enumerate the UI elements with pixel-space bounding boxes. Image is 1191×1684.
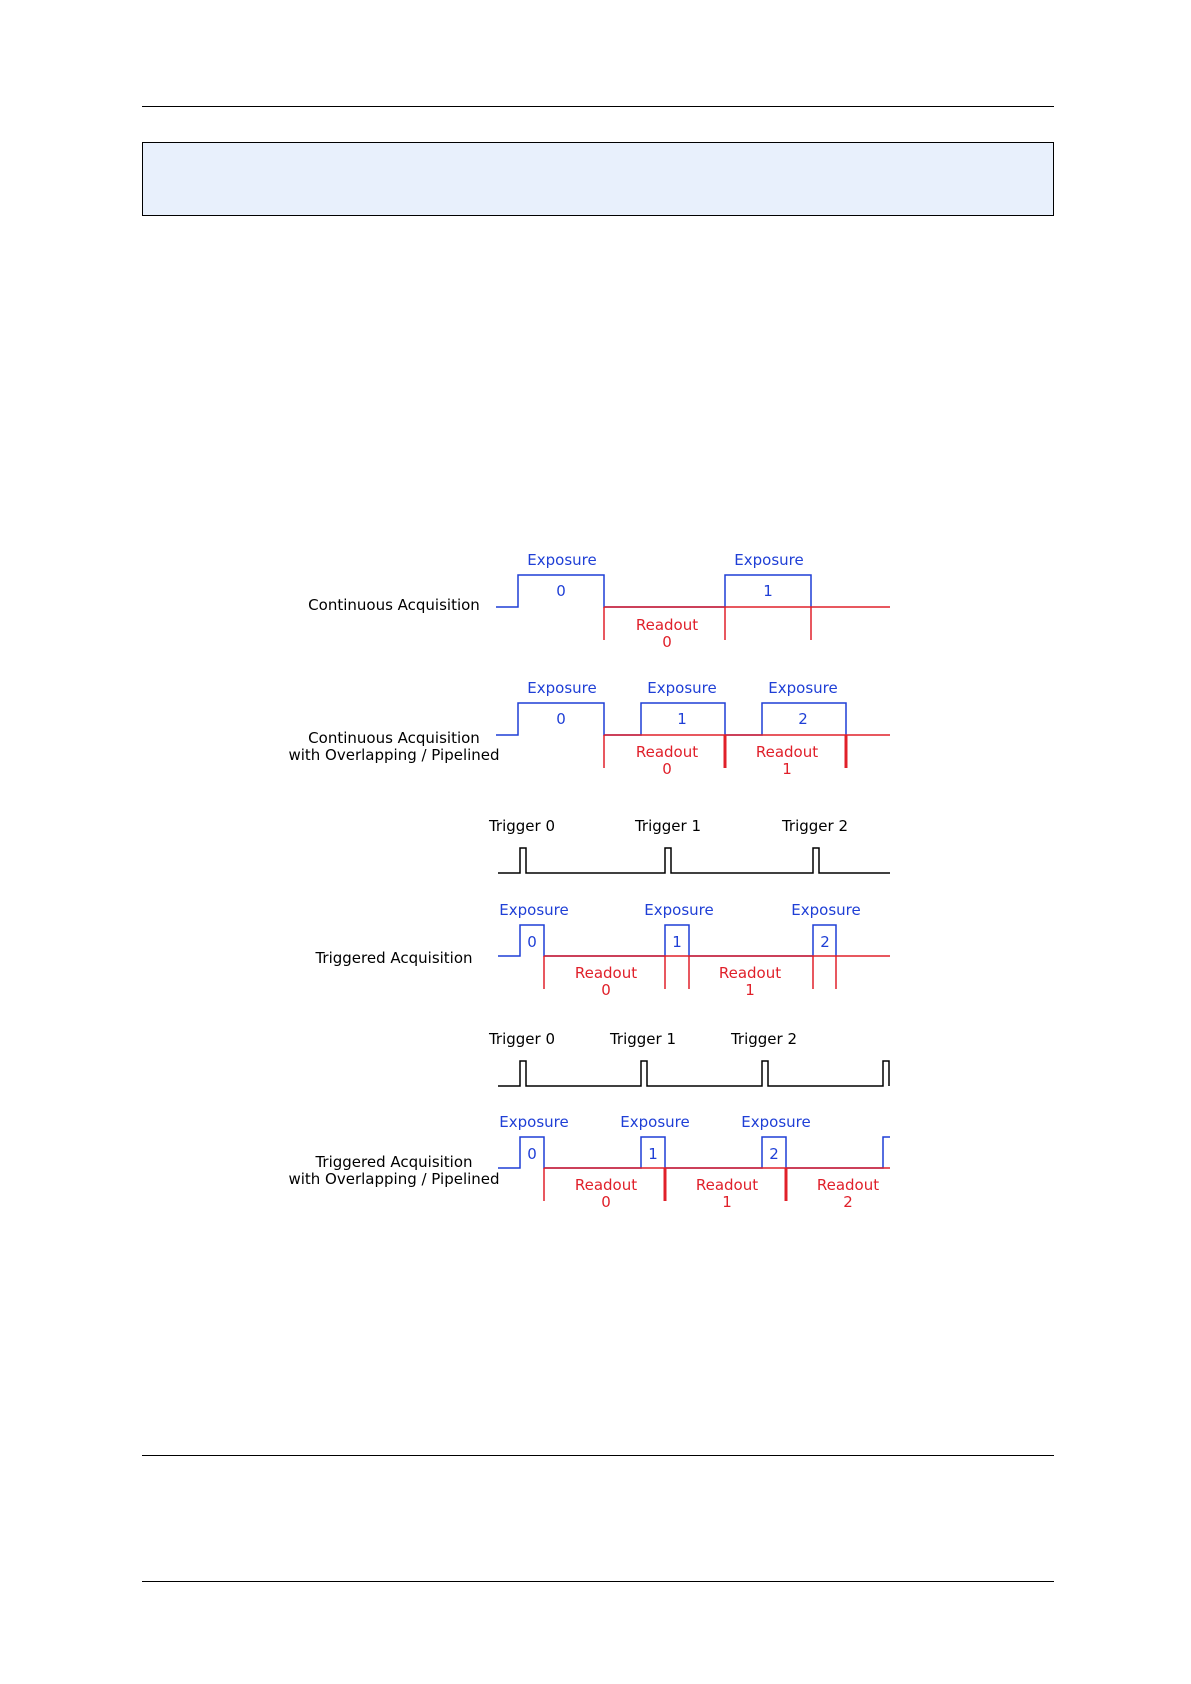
footer-rule-top bbox=[142, 1455, 1054, 1456]
exposure-signal bbox=[496, 702, 847, 736]
readout-label: Readout bbox=[636, 616, 698, 634]
trigger-label: Trigger 1 bbox=[609, 1030, 676, 1048]
trigger-signal bbox=[498, 1060, 890, 1087]
trigger-label: Trigger 0 bbox=[488, 1030, 555, 1048]
readout-label: Readout bbox=[817, 1176, 879, 1194]
exposure-index: 2 bbox=[798, 710, 808, 728]
readout-label: Readout bbox=[636, 743, 698, 761]
row-label-line-1: Continuous Acquisition bbox=[308, 729, 480, 747]
exposure-index: 0 bbox=[527, 933, 537, 951]
exposure-label: Exposure bbox=[734, 551, 803, 569]
readout-label: Readout bbox=[696, 1176, 758, 1194]
exposure-label: Exposure bbox=[499, 901, 568, 919]
row-label: Continuous Acquisition bbox=[308, 596, 480, 614]
exposure-index: 1 bbox=[648, 1145, 658, 1163]
trigger-row-2: Trigger 0 Trigger 1 Trigger 2 bbox=[488, 1030, 890, 1087]
exposure-signal bbox=[498, 1136, 890, 1169]
trigger-label: Trigger 0 bbox=[488, 817, 555, 835]
readout-index: 1 bbox=[722, 1193, 732, 1211]
readout-label: Readout bbox=[756, 743, 818, 761]
note-box bbox=[142, 142, 1054, 216]
exposure-label: Exposure bbox=[527, 551, 596, 569]
readout-index: 0 bbox=[601, 981, 611, 999]
exposure-index: 2 bbox=[769, 1145, 779, 1163]
exposure-index: 1 bbox=[763, 582, 773, 600]
exposure-index: 0 bbox=[527, 1145, 537, 1163]
trigger-row-1: Trigger 0 Trigger 1 Trigger 2 bbox=[488, 817, 890, 874]
exposure-signal bbox=[498, 924, 837, 957]
trigger-label: Trigger 2 bbox=[781, 817, 848, 835]
readout-index: 0 bbox=[662, 760, 672, 778]
exposure-label: Exposure bbox=[620, 1113, 689, 1131]
row-label-line-2: with Overlapping / Pipelined bbox=[288, 1170, 499, 1188]
triggered-acquisition-row: Triggered Acquisition Exposure 0 Exposur… bbox=[314, 901, 890, 999]
exposure-label: Exposure bbox=[527, 679, 596, 697]
row-label-line-1: Triggered Acquisition bbox=[314, 1153, 472, 1171]
header-rule bbox=[142, 106, 1054, 107]
exposure-index: 2 bbox=[820, 933, 830, 951]
footer-rule-bottom bbox=[142, 1581, 1054, 1582]
row-label: Triggered Acquisition bbox=[314, 949, 472, 967]
row-label-line-2: with Overlapping / Pipelined bbox=[288, 746, 499, 764]
triggered-pipelined-row: Triggered Acquisition with Overlapping /… bbox=[288, 1113, 890, 1211]
trigger-signal bbox=[498, 847, 890, 874]
readout-index: 1 bbox=[782, 760, 792, 778]
readout-index: 2 bbox=[843, 1193, 853, 1211]
exposure-label: Exposure bbox=[791, 901, 860, 919]
continuous-pipelined-row: Continuous Acquisition with Overlapping … bbox=[288, 679, 890, 778]
readout-label: Readout bbox=[575, 964, 637, 982]
exposure-index: 0 bbox=[556, 710, 566, 728]
exposure-index: 1 bbox=[672, 933, 682, 951]
trigger-label: Trigger 2 bbox=[730, 1030, 797, 1048]
exposure-label: Exposure bbox=[644, 901, 713, 919]
exposure-label: Exposure bbox=[647, 679, 716, 697]
readout-label: Readout bbox=[719, 964, 781, 982]
readout-index: 0 bbox=[601, 1193, 611, 1211]
readout-index: 0 bbox=[662, 633, 672, 651]
trigger-label: Trigger 1 bbox=[634, 817, 701, 835]
exposure-label: Exposure bbox=[741, 1113, 810, 1131]
continuous-acquisition-row: Continuous Acquisition Exposure 0 Exposu… bbox=[308, 551, 890, 651]
readout-index: 1 bbox=[745, 981, 755, 999]
exposure-label: Exposure bbox=[768, 679, 837, 697]
exposure-label: Exposure bbox=[499, 1113, 568, 1131]
exposure-index: 0 bbox=[556, 582, 566, 600]
readout-label: Readout bbox=[575, 1176, 637, 1194]
exposure-index: 1 bbox=[677, 710, 687, 728]
